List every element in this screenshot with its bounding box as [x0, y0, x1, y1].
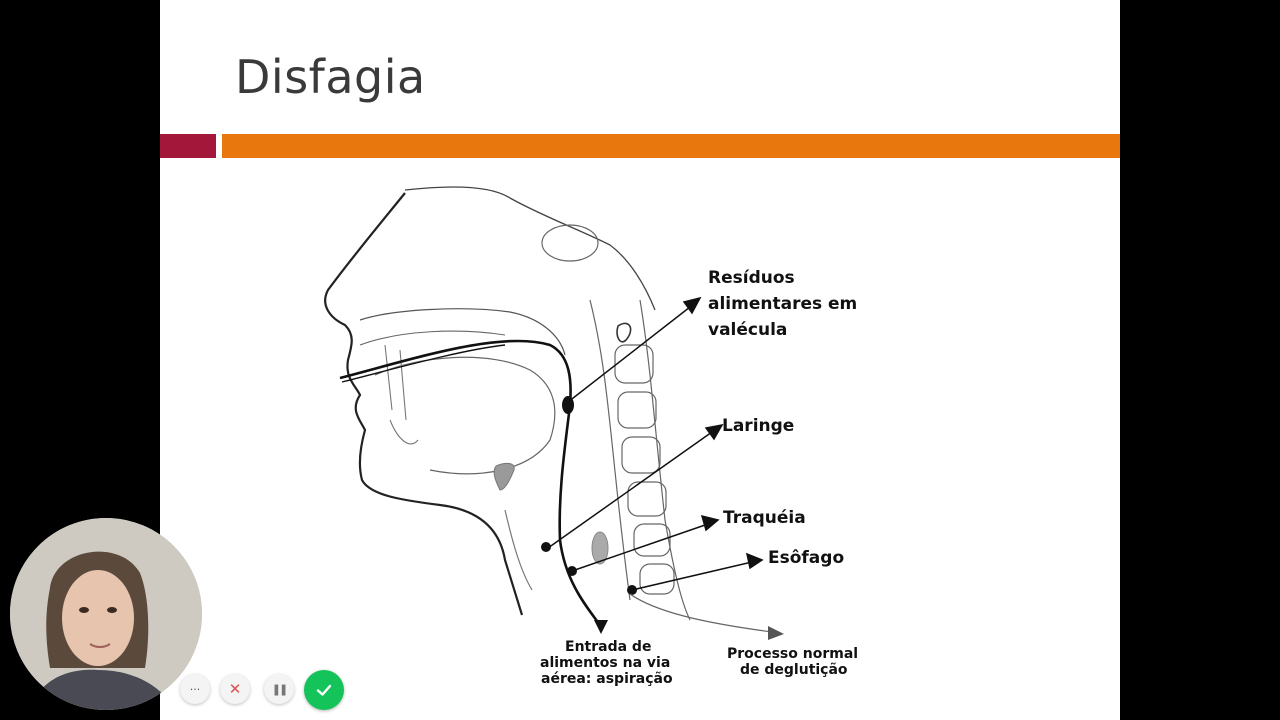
cervical-spine [589, 299, 691, 621]
food-path-line-2 [341, 344, 506, 383]
esophagus-shape [591, 531, 609, 565]
close-icon: ✕ [228, 680, 242, 698]
accent-bar-left [160, 134, 216, 158]
label-residuos-2: alimentares em [708, 294, 857, 314]
pause-icon: ❚❚ [271, 682, 289, 696]
label-entrada-1: Entrada de [565, 639, 651, 655]
normal-swallow-arrowhead [768, 626, 784, 640]
slide-title: Disfagia [235, 50, 426, 104]
slide: Disfagia [160, 0, 1120, 720]
larynx-shape [493, 462, 515, 491]
pointer-arrows [547, 296, 764, 591]
aspiration-arrowhead [594, 620, 608, 634]
nasal-cavity-outline [359, 308, 566, 356]
pointer-dot-esophagus [627, 585, 637, 595]
label-processo-2: de deglutição [740, 662, 848, 678]
presenter-avatar [10, 518, 202, 710]
spinal-canal-ellipse [616, 322, 632, 343]
finish-recording-button[interactable] [304, 670, 344, 710]
label-residuos-1: Resíduos [708, 268, 795, 288]
label-laringe: Laringe [722, 416, 794, 436]
food-path-line [339, 339, 602, 626]
trachea-outline [504, 509, 533, 591]
pointer-dot-larynx [541, 542, 551, 552]
label-processo-1: Processo normal [727, 646, 858, 662]
label-residuos-3: valécula [708, 320, 787, 340]
label-traqueia: Traquéia [723, 508, 806, 528]
normal-swallow-arrow [629, 593, 773, 633]
swallowing-anatomy-diagram: Resíduos alimentares em valécula Laringe… [324, 186, 858, 687]
ellipsis-icon: ··· [189, 682, 201, 696]
label-entrada-2: alimentos na via [540, 655, 670, 671]
face-profile-outline [324, 192, 524, 616]
discard-recording-button[interactable]: ✕ [220, 674, 250, 704]
webcam-overlay[interactable] [10, 518, 202, 710]
pause-recording-button[interactable]: ❚❚ [264, 674, 294, 704]
label-esofago: Esôfago [768, 548, 844, 568]
accent-bar-right [222, 134, 1120, 158]
check-icon [316, 684, 332, 696]
label-entrada-3: aérea: aspiração [541, 671, 673, 687]
sinus-shape [541, 224, 599, 262]
more-options-button[interactable]: ··· [180, 674, 210, 704]
palate-outline [359, 330, 506, 346]
skull-base-outline [404, 186, 656, 311]
pointer-dot-trachea [567, 566, 577, 576]
